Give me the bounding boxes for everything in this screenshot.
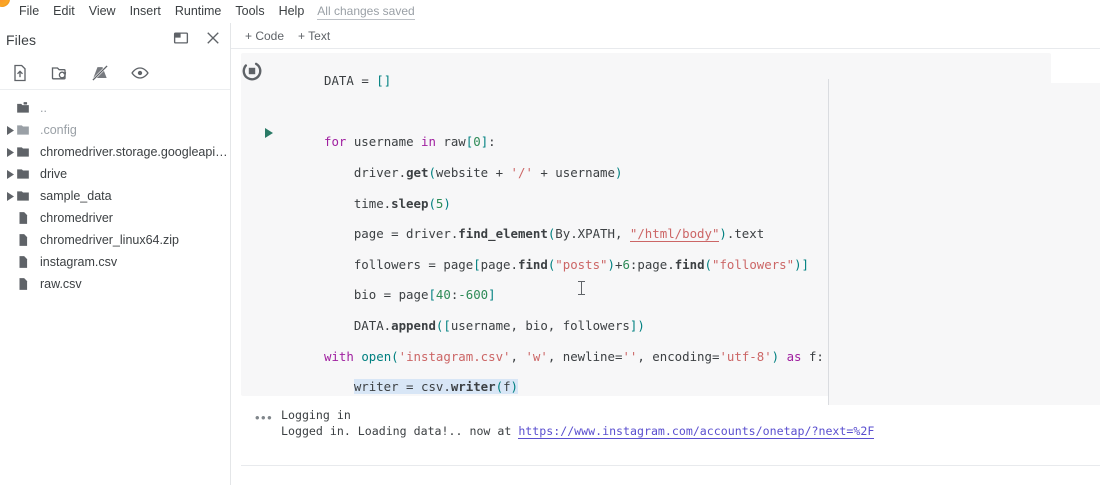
close-icon[interactable] — [204, 29, 222, 47]
files-panel-title: Files — [6, 31, 37, 48]
code-line: driver.get(website + '/' + username) — [324, 165, 623, 181]
files-panel: Files — [0, 23, 231, 485]
mount-drive-off-icon[interactable] — [90, 63, 110, 83]
refresh-folder-icon[interactable] — [50, 63, 70, 83]
twisty-icon — [4, 280, 16, 289]
code-line: page = driver.find_element(By.XPATH, "/h… — [324, 226, 765, 243]
parent-folder-icon — [16, 101, 38, 115]
code-line — [324, 104, 824, 119]
cell-gutter — [233, 57, 273, 397]
twisty-icon — [4, 236, 16, 245]
files-tree: .. .config chromedriver.storage.googleap… — [0, 90, 230, 295]
file-row-chromedriver[interactable]: chromedriver — [0, 207, 230, 229]
file-icon — [16, 211, 38, 225]
notebook-toolbar: + Code + Text — [231, 23, 1100, 49]
output-line-1: Logging in — [281, 408, 351, 422]
file-row-chromedriver-zip[interactable]: chromedriver_linux64.zip — [0, 229, 230, 251]
code-line: time.sleep(5) — [324, 195, 451, 211]
file-icon — [16, 277, 38, 291]
busy-spinner-icon[interactable] — [241, 60, 263, 82]
twisty-icon[interactable] — [4, 169, 16, 179]
code-line — [324, 471, 824, 485]
file-name: chromedriver_linux64.zip — [40, 233, 179, 247]
fold-arrow-icon[interactable] — [265, 125, 273, 138]
twisty-icon — [4, 104, 16, 113]
menu-item-help[interactable]: Help — [278, 4, 305, 18]
file-row-chromedriver-storage[interactable]: chromedriver.storage.googleapis.c... — [0, 141, 230, 163]
add-text-label: + Text — [298, 28, 331, 43]
twisty-icon[interactable] — [4, 191, 16, 201]
code-line: with open('instagram.csv', 'w', newline=… — [324, 348, 824, 364]
code-line: writer = csv.writer(f) — [353, 379, 518, 395]
menu-item-runtime[interactable]: Runtime — [174, 4, 222, 18]
menu-item-edit[interactable]: Edit — [53, 4, 75, 18]
text-cursor — [578, 281, 585, 295]
file-row-sample-data[interactable]: sample_data — [0, 185, 230, 207]
file-row-config[interactable]: .config — [0, 119, 230, 141]
cell-output-area: ••• Logging in Logged in. Loading data!.… — [241, 405, 1100, 465]
file-name: chromedriver — [40, 211, 113, 225]
folder-icon — [16, 167, 38, 181]
code-line: DATA = [] — [324, 73, 392, 89]
menu-bar: File Edit View Insert Runtime Tools Help… — [0, 0, 1100, 23]
file-row-instagram-csv[interactable]: instagram.csv — [0, 251, 230, 273]
file-row-parent[interactable]: .. — [0, 97, 230, 119]
output-link[interactable]: https://www.instagram.com/accounts/oneta… — [518, 423, 875, 439]
open-in-new-window-icon[interactable] — [172, 29, 190, 47]
file-row-raw-csv[interactable]: raw.csv — [0, 273, 230, 295]
file-name: instagram.csv — [40, 255, 118, 269]
file-name: .. — [40, 101, 47, 115]
menu-item-tools[interactable]: Tools — [235, 4, 265, 18]
file-icon — [16, 255, 38, 269]
folder-icon — [16, 123, 38, 137]
folder-icon — [16, 145, 38, 159]
code-line: bio = page[40:-600] — [324, 287, 496, 303]
twisty-icon — [4, 258, 16, 267]
colab-logo-icon — [0, 0, 10, 7]
twisty-icon[interactable] — [4, 147, 16, 157]
folder-icon — [16, 189, 38, 203]
file-name: .config — [40, 123, 77, 137]
upload-file-icon[interactable] — [10, 63, 30, 83]
save-status[interactable]: All changes saved — [317, 3, 415, 20]
files-panel-header: Files — [0, 23, 230, 56]
menu-item-insert[interactable]: Insert — [129, 4, 161, 18]
more-options-icon[interactable]: ••• — [255, 410, 274, 425]
menu-item-view[interactable]: View — [88, 4, 116, 18]
file-row-drive[interactable]: drive — [0, 163, 230, 185]
output-line-2-prefix: Logged in. Loading data!.. now at — [281, 423, 519, 438]
files-toolbar — [0, 56, 230, 90]
file-name: chromedriver.storage.googleapis.c... — [40, 145, 230, 159]
code-cell-right-pane — [829, 83, 1100, 454]
code-cell-vertical-divider[interactable] — [828, 79, 829, 454]
code-line: DATA.append([username, bio, followers]) — [324, 318, 645, 334]
output-bottom-divider — [241, 465, 1100, 466]
add-code-cell-button[interactable]: + Code — [245, 29, 284, 43]
eye-icon[interactable] — [130, 63, 150, 83]
code-line: for username in raw[0]: — [324, 134, 496, 150]
code-cell[interactable]: DATA = [] for username in raw[0]: driver… — [241, 53, 1100, 456]
twisty-icon — [4, 214, 16, 223]
code-cell-wrapper: DATA = [] for username in raw[0]: driver… — [231, 53, 1100, 456]
file-name: raw.csv — [40, 277, 82, 291]
output-text: Logging in Logged in. Loading data!.. no… — [281, 408, 875, 439]
menu-item-file[interactable]: File — [19, 4, 40, 18]
file-name: sample_data — [40, 189, 112, 203]
file-name: drive — [40, 167, 68, 181]
code-line: followers = page[page.find("posts")+6:pa… — [324, 256, 809, 272]
files-panel-header-actions — [172, 29, 222, 47]
file-icon — [16, 233, 38, 247]
add-code-label: + Code — [245, 28, 285, 43]
add-text-cell-button[interactable]: + Text — [298, 29, 330, 43]
twisty-icon[interactable] — [4, 125, 16, 135]
